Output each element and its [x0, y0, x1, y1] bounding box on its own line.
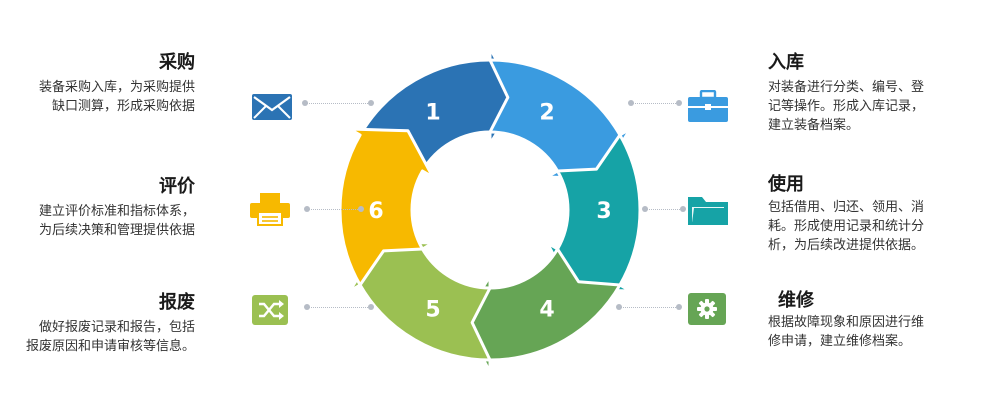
briefcase-icon	[686, 89, 730, 122]
segment-warehousing	[488, 58, 632, 181]
connector-line	[630, 103, 680, 104]
segment-maintenance	[460, 247, 622, 374]
connector-dot	[302, 100, 308, 106]
step-title-warehousing: 入库	[768, 52, 804, 73]
connector-dot	[358, 206, 364, 212]
step-title-usage: 使用	[768, 174, 804, 195]
step-desc-maintenance: 根据故障现象和原因进行维 修申请，建立维修档案。	[768, 315, 925, 349]
step-desc-usage: 包括借用、归还、领用、消 耗。形成使用记录和统计分 析，为后续改进提供依据。	[768, 200, 925, 253]
step-number-3: 3	[596, 199, 611, 224]
step-desc-procurement: 装备采购入库，为采购提供 缺口测算，形成采购依据	[38, 80, 195, 114]
connector-dot	[676, 304, 682, 310]
step-number-5: 5	[425, 298, 440, 323]
connector-dot	[304, 304, 310, 310]
connector-dot	[368, 304, 374, 310]
connector-dot	[368, 100, 374, 106]
segment-scrap	[348, 239, 492, 362]
connector-line	[304, 103, 370, 104]
printer-icon	[248, 192, 292, 226]
segment-usage	[545, 133, 642, 293]
step-desc-evaluation: 建立评价标准和指标体系， 为后续决策和管理提供依据	[38, 204, 195, 238]
step-desc-warehousing: 对装备进行分类、编号、登 记等操作。形成入库记录， 建立装备档案。	[768, 80, 925, 133]
envelope-icon	[250, 91, 294, 123]
connector-line	[306, 307, 370, 308]
step-number-2: 2	[539, 100, 554, 125]
connector-dot	[642, 206, 648, 212]
folder-icon	[686, 193, 730, 225]
connector-dot	[628, 100, 634, 106]
step-title-scrap: 报废	[159, 292, 195, 313]
connector-dot	[676, 100, 682, 106]
segment-evaluation	[338, 127, 435, 287]
shuffle-icon	[250, 294, 294, 326]
gear-icon	[686, 292, 730, 325]
step-number-1: 1	[425, 100, 440, 125]
step-title-maintenance: 维修	[778, 290, 814, 311]
connector-dot	[616, 304, 622, 310]
step-number-6: 6	[368, 199, 383, 224]
connector-line	[618, 307, 680, 308]
step-number-4: 4	[539, 298, 554, 323]
step-title-evaluation: 评价	[159, 176, 195, 197]
segment-procurement	[358, 46, 520, 173]
connector-line	[306, 209, 362, 210]
step-desc-scrap: 做好报废记录和报告，包括 报废原因和申请审核等信息。	[25, 320, 195, 354]
connector-dot	[680, 206, 686, 212]
step-title-procurement: 采购	[159, 52, 195, 73]
connector-line	[644, 209, 684, 210]
connector-dot	[304, 206, 310, 212]
